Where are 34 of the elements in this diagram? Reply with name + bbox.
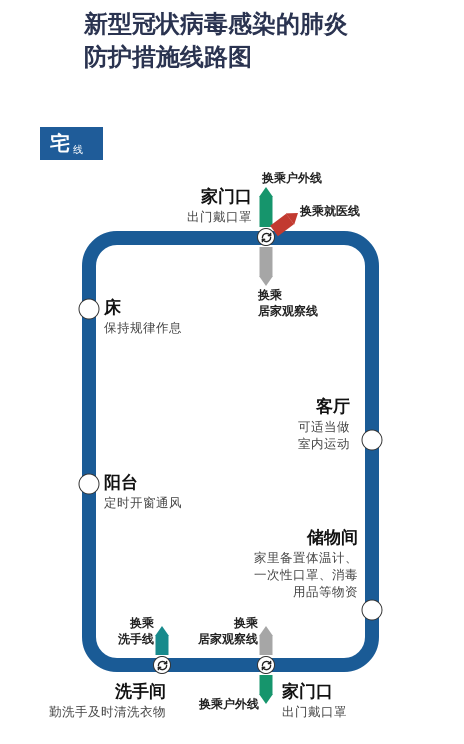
- transfer-label: 换乘户外线: [262, 170, 322, 186]
- station-name: 床: [104, 297, 121, 319]
- station-name: 家门口: [201, 186, 252, 208]
- transfer-label: 换乘: [258, 287, 282, 303]
- transfer-arrow: [259, 626, 273, 655]
- interchange-circle: [153, 656, 171, 674]
- transfer-arrow: [270, 213, 298, 236]
- station-note: 勤洗手及时清洗衣物: [49, 703, 166, 720]
- transfer-label: 洗手线: [118, 631, 154, 647]
- station-note: 家里备置体温计、一次性口罩、消毒用品等物资: [253, 549, 358, 600]
- station-name: 洗手间: [115, 681, 166, 703]
- station-note: 保持规律作息: [104, 319, 182, 336]
- station-note: 定时开窗通风: [104, 494, 182, 511]
- transfer-label: 换乘就医线: [300, 203, 360, 219]
- transfer-label: 换乘: [130, 615, 154, 631]
- transfer-label: 居家观察线: [258, 303, 318, 319]
- interchange-circle: [257, 228, 275, 246]
- transfer-label: 换乘户外线: [199, 696, 259, 712]
- station-note: 出门戴口罩: [282, 703, 347, 720]
- transfer-arrow: [155, 626, 169, 655]
- transfer-arrow: [259, 675, 273, 704]
- transfer-label: 居家观察线: [198, 631, 258, 647]
- station-name: 客厅: [316, 396, 350, 418]
- title: 新型冠状病毒感染的肺炎防护措施线路图: [84, 9, 348, 73]
- transfer-arrow: [259, 187, 273, 227]
- station-note: 出门戴口罩: [187, 208, 252, 225]
- station-name: 储物间: [307, 527, 358, 549]
- station-name: 阳台: [104, 472, 138, 494]
- transfer-label: 换乘: [234, 615, 258, 631]
- line-tab: 宅$_{线}$: [40, 127, 103, 160]
- transfer-arrow: [259, 247, 273, 286]
- station-name: 家门口: [282, 681, 333, 703]
- interchange-circle: [257, 656, 275, 674]
- station-note: 可适当做室内运动: [297, 418, 350, 452]
